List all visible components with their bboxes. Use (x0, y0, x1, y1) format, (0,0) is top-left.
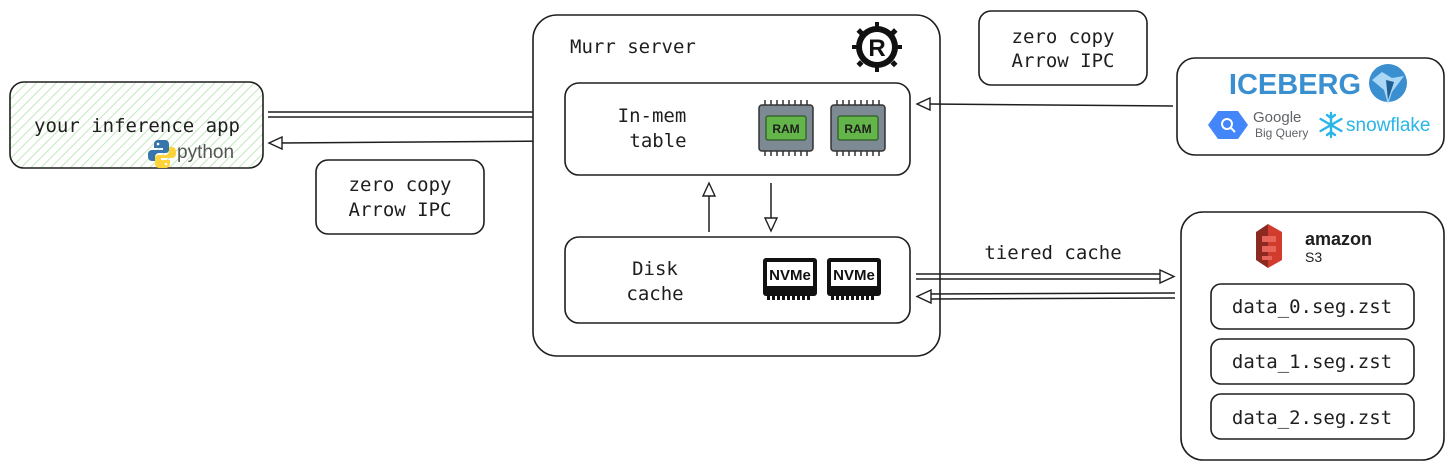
disk-cache-box (564, 236, 911, 324)
python-logo-icon (148, 140, 176, 168)
zero-copy-left-line2: Arrow IPC (349, 199, 452, 221)
zero-copy-right-line2: Arrow IPC (1012, 50, 1115, 72)
murr-server-node: Murr server R In-mem table (532, 14, 941, 357)
zero-copy-right-line1: zero copy (1012, 26, 1115, 48)
ram-chip-icon: RAM (758, 100, 814, 156)
bigquery-line2: Big Query (1255, 126, 1308, 140)
iceberg-logo-icon (1369, 64, 1407, 104)
nvme-chip-label-2: NVMe (833, 267, 875, 284)
zero-copy-note-right: zero copy Arrow IPC (978, 10, 1148, 86)
arrow-disk-to-inmem (701, 181, 717, 232)
disk-cache-line1: Disk (632, 258, 678, 280)
file-item-box (1210, 393, 1415, 440)
bigquery-logo-icon (1208, 111, 1248, 139)
zero-copy-note-left: zero copy Arrow IPC (315, 159, 485, 235)
arrow-sources-to-inmem (915, 96, 1174, 112)
disk-cache-line2: cache (626, 283, 683, 305)
file-item-box (1210, 338, 1415, 385)
nvme-chip-label-1: NVMe (769, 267, 811, 284)
iceberg-logo: ICEBERG (1229, 69, 1361, 101)
file-item-name: data_1.seg.zst (1232, 351, 1392, 373)
ram-chip-label-1: RAM (772, 122, 799, 136)
inference-app-node: your inference app python (9, 81, 264, 169)
arrow-inmem-to-app (267, 135, 561, 151)
file-item-name: data_2.seg.zst (1232, 407, 1392, 429)
ram-chip-icon: RAM (830, 100, 886, 156)
arrow-disk-to-s3 (916, 268, 1176, 285)
nvme-chip-icon: NVMe (763, 258, 817, 300)
disk-cache-node: Disk cache NVMe NVMe (564, 236, 911, 324)
python-logo-text: python (177, 142, 234, 163)
inmem-table-box (564, 82, 911, 176)
arrow-inmem-to-disk (763, 183, 779, 233)
nvme-chip-icon: NVMe (827, 258, 881, 300)
inmem-table-line1: In-mem (618, 105, 687, 127)
murr-server-title: Murr server (570, 36, 696, 58)
zero-copy-box-left (315, 159, 485, 235)
ram-chip-label-2: RAM (844, 122, 871, 136)
data-sources-node: ICEBERG Google Big Query snowflake (1176, 57, 1445, 156)
file-item: data_1.seg.zst (1210, 338, 1415, 385)
snowflake-logo: snowflake (1346, 115, 1431, 136)
bigquery-line1: Google (1253, 109, 1301, 126)
s3-bucket-icon (1256, 224, 1282, 268)
file-item-box (1210, 283, 1415, 330)
inmem-table-line2: table (629, 130, 686, 152)
zero-copy-box-right (978, 10, 1148, 86)
s3-logo-line2: S3 (1305, 249, 1322, 265)
arrow-app-to-inmem (268, 106, 563, 123)
file-item: data_0.seg.zst (1210, 283, 1415, 330)
rust-logo-icon: R (852, 22, 902, 72)
svg-text:R: R (868, 35, 885, 62)
file-item: data_2.seg.zst (1210, 393, 1415, 440)
tiered-cache-label: tiered cache (984, 242, 1121, 264)
s3-node: amazon S3 data_0.seg.zst data_1.seg.zst … (1180, 211, 1445, 461)
inference-app-label: your inference app (34, 115, 240, 137)
arrow-s3-to-disk (915, 288, 1176, 305)
s3-logo-line1: amazon (1305, 229, 1372, 249)
inference-app-box (9, 81, 264, 169)
zero-copy-left-line1: zero copy (349, 174, 452, 196)
inmem-table-node: In-mem table RAM RAM (564, 82, 911, 176)
snowflake-logo-icon (1319, 111, 1343, 139)
file-item-name: data_0.seg.zst (1232, 296, 1392, 318)
